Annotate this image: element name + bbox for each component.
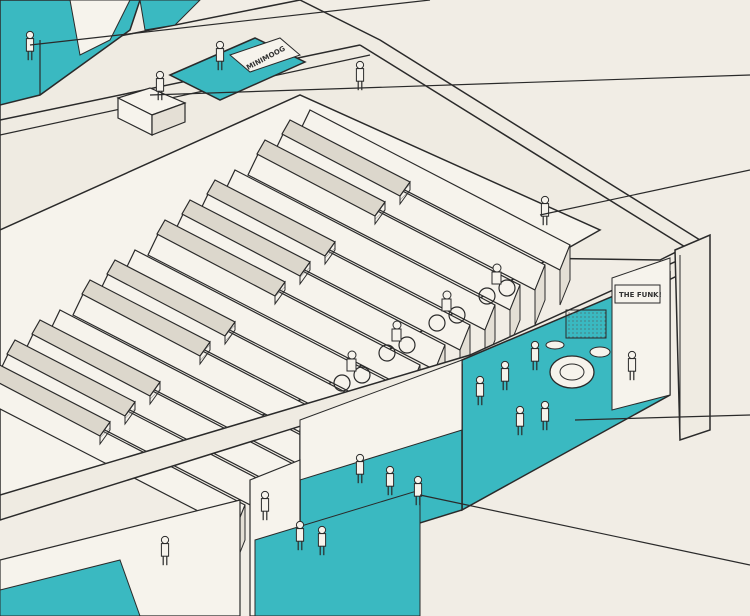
cyclist-figure (333, 350, 371, 392)
black-key (206, 179, 336, 266)
minimoog-pool: MINIMOOG (168, 37, 307, 101)
funk-sign (614, 284, 661, 304)
black-keys (0, 119, 411, 446)
person-figure (500, 360, 510, 391)
black-key (156, 219, 286, 306)
black-key (6, 339, 136, 426)
person-figure (413, 475, 423, 506)
person-figure (385, 465, 395, 496)
black-key (181, 199, 311, 286)
black-key (106, 259, 236, 346)
people-figures (25, 30, 637, 566)
cyclist-figure (378, 320, 416, 362)
person-figure (317, 525, 327, 556)
leader-lines (29, 0, 750, 566)
black-key (81, 279, 211, 366)
person-figure (540, 195, 550, 226)
person-figure (530, 340, 540, 371)
drum-kit (545, 340, 611, 389)
person-figure (355, 60, 365, 91)
white-key (247, 149, 521, 346)
reception-desk (116, 87, 187, 136)
synth-front-face (0, 233, 711, 521)
black-key (256, 139, 386, 226)
upper-room-cutaway (0, 0, 201, 106)
person-figure (355, 453, 365, 484)
lower-floor-rooms: THE FUNK! (0, 257, 671, 616)
person-figure (215, 40, 225, 71)
person-figure (160, 535, 170, 566)
funk-sign-text: THE FUNK! (619, 291, 662, 299)
person-figure (260, 490, 270, 521)
cyclist-figure (428, 290, 466, 332)
black-key (0, 364, 111, 446)
person-figure (540, 400, 550, 431)
person-figure (627, 350, 637, 381)
black-key (31, 319, 161, 406)
white-keys (0, 109, 571, 566)
person-figure (295, 520, 305, 551)
black-key (281, 119, 411, 206)
cyclist-figure (478, 263, 516, 305)
person-figure (515, 405, 525, 436)
person-figure (475, 375, 485, 406)
person-figure (155, 70, 165, 101)
